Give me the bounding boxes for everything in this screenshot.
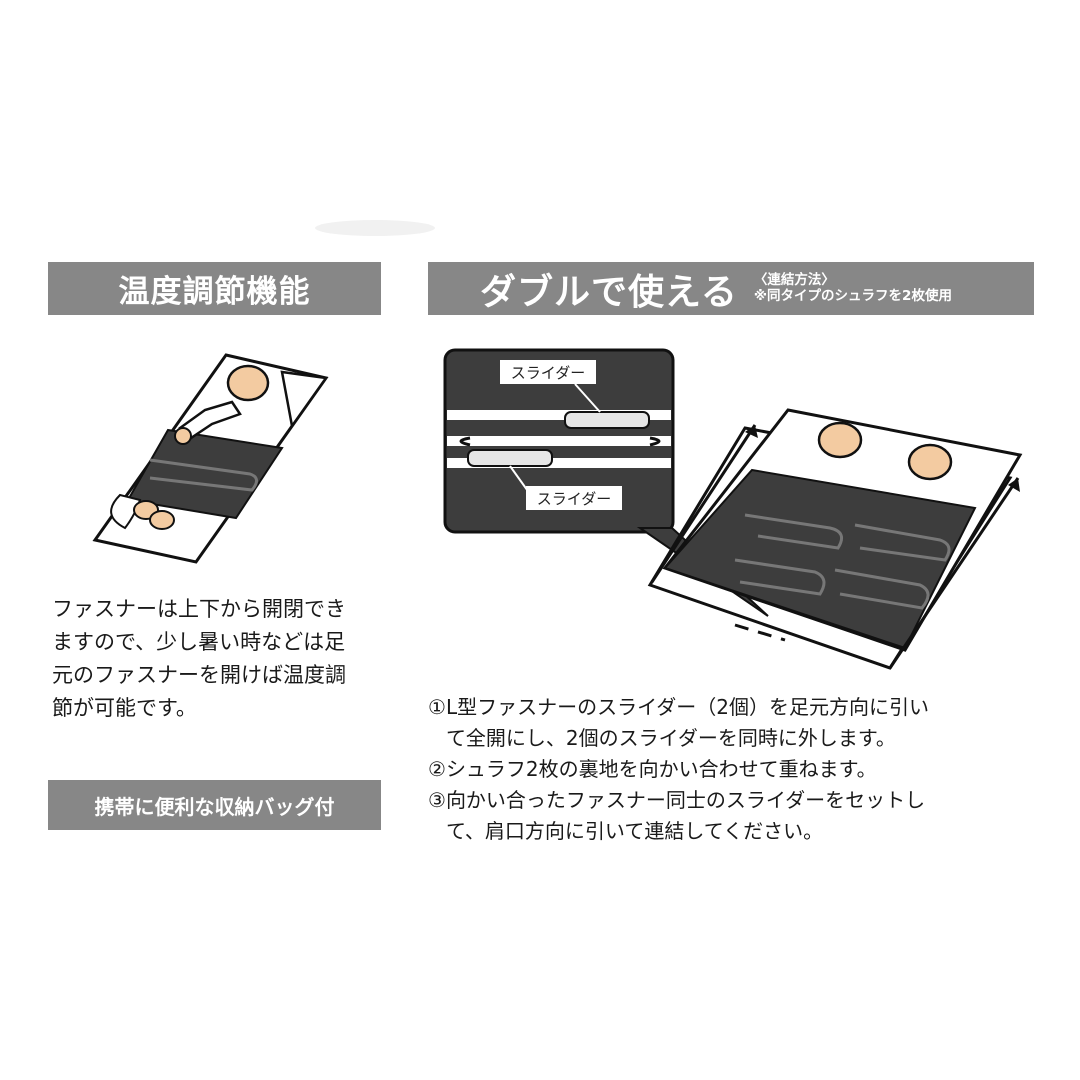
person-foot-icon (149, 510, 175, 530)
double-bag-stitch (834, 568, 930, 610)
person-head-icon (907, 443, 953, 481)
slider-detail-inset (443, 348, 769, 617)
slider-bottom-icon (467, 449, 553, 467)
arrowhead-icon (1008, 478, 1020, 492)
slider-label-bottom-pointer (509, 465, 531, 495)
slider-label-bottom-box (526, 486, 622, 510)
bag-zipper-line (149, 458, 258, 492)
person-head-icon (817, 421, 863, 459)
double-section-title: ダブルで使える 〈連結方法〉 ※同タイプのシュラフを2枚使用 (428, 262, 1034, 315)
step-number: ③ (428, 788, 446, 812)
arrowhead-icon (745, 425, 758, 438)
zipper-teeth-bottom (447, 458, 671, 468)
slider-top-icon (564, 411, 650, 429)
step-number: ① (428, 695, 446, 719)
arrow-up-right-icon (888, 477, 1020, 669)
arrow-bottom-dashed-icon (734, 623, 786, 642)
connection-method-label: 〈連結方法〉 (753, 271, 835, 288)
arrow-left-icon (459, 436, 471, 447)
same-type-note: ※同タイプのシュラフを2枚使用 (753, 287, 952, 304)
step-number: ② (428, 757, 446, 781)
zipper-teeth-top (447, 410, 671, 420)
double-bag-stitch (854, 523, 951, 562)
bag-dark-band (126, 428, 284, 520)
connection-steps: ① L型ファスナーのスライダー（2個）を足元方向に引い て全開にし、2個のスライ… (428, 692, 1028, 847)
step-text: シュラフ2枚の裏地を向かい合わせて重ねます。 (445, 757, 877, 781)
slider-label-bottom: スライダー (537, 490, 611, 508)
double-title-text: ダブルで使える (480, 271, 738, 313)
person-head-icon (226, 364, 270, 402)
step-item: ③ 向かい合ったファスナー同士のスライダーをセットし て、肩口方向に引いて連結し… (428, 785, 1028, 847)
double-bag-stitch (734, 558, 826, 596)
temperature-title-text: 温度調節機能 (118, 274, 311, 310)
arrow-up-left-icon (650, 424, 757, 583)
slider-label-top-box (500, 360, 596, 384)
double-bag-stitch (744, 513, 844, 550)
step-item: ① L型ファスナーのスライダー（2個）を足元方向に引い て全開にし、2個のスライ… (428, 692, 1028, 754)
temperature-description: ファスナーは上下から開閉でき ますので、少し暑い時などは足 元のファスナーを開け… (52, 597, 346, 720)
temperature-section-title: 温度調節機能 (48, 262, 381, 315)
storage-bag-text: 携帯に便利な収納バッグ付 (94, 794, 335, 819)
double-subtitle: 〈連結方法〉 ※同タイプのシュラフを2枚使用 (753, 271, 952, 304)
person-hand-icon (174, 427, 192, 445)
step-item: ② シュラフ2枚の裏地を向かい合わせて重ねます。 (428, 754, 1028, 785)
step-text: 向かい合ったファスナー同士のスライダーをセットし て、肩口方向に引いて連結してく… (445, 788, 926, 843)
bag-flap (280, 370, 329, 430)
zipper-center-strip (447, 436, 671, 446)
slider-label-top: スライダー (511, 364, 585, 382)
slider-label-top-pointer (574, 383, 601, 413)
background-smudge (315, 220, 435, 236)
step-text: L型ファスナーのスライダー（2個）を足元方向に引い て全開にし、2個のスライダー… (445, 695, 930, 750)
double-sleeping-bag-illustration (647, 408, 1023, 670)
arrow-right-icon (649, 436, 661, 447)
single-sleeping-bag-illustration (92, 353, 329, 564)
storage-bag-title: 携帯に便利な収納バッグ付 (48, 780, 381, 830)
